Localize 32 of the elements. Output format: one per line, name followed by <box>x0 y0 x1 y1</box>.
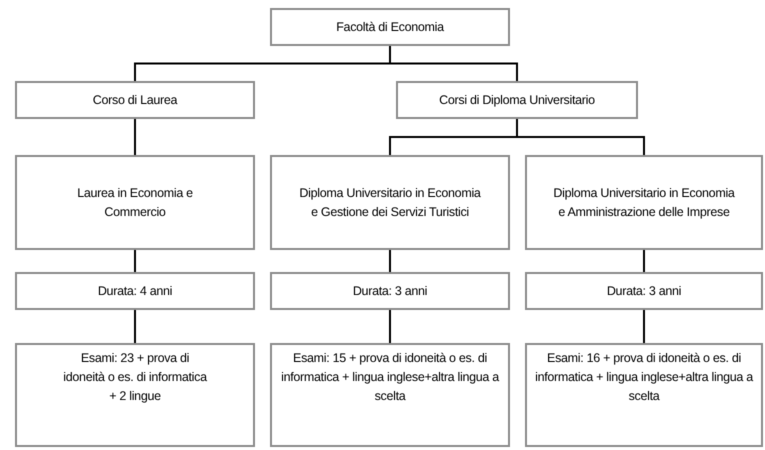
box-label: Laurea in Economia e Commercio <box>76 184 194 220</box>
org-box <box>525 272 763 310</box>
connector-line <box>389 250 391 272</box>
org-box <box>15 343 255 447</box>
box-label: Esami: 15 + prova di idoneità o es. di informatica + lingua inglese+altra lingua a scelta <box>280 350 500 405</box>
org-box <box>525 343 763 447</box>
box-label: Facoltà di Economia <box>336 18 444 36</box>
connector-line <box>134 310 136 343</box>
box-label: Durata: 3 anni <box>352 282 428 300</box>
org-box <box>15 272 255 310</box>
connector-line <box>134 119 136 155</box>
box-label: Durata: 3 anni <box>606 282 682 300</box>
box-label: Corsi di Diploma Universitario <box>439 92 595 109</box>
org-box <box>270 272 510 310</box>
connector-line <box>643 250 645 272</box>
box-label: Diploma Universitario in Economia e Gestione dei Servizi Turistici <box>298 184 482 220</box>
connector-line <box>643 310 645 343</box>
org-box <box>15 81 255 119</box>
org-box <box>270 8 510 46</box>
connector-line <box>389 46 518 81</box>
org-box <box>270 343 510 447</box>
box-label: Esami: 16 + prova di idoneità o es. di informatica + lingua inglese+altra lingua a scelta <box>534 350 754 405</box>
org-box <box>15 155 255 250</box>
org-box <box>270 155 510 250</box>
connector-line <box>389 310 391 343</box>
box-label: Esami: 23 + prova di idoneità o es. di informatica + 2 lingue <box>62 350 208 405</box>
box-label: Corso di Laurea <box>92 92 178 108</box>
box-label: Diploma Universitario in Economia e Amministrazione delle Imprese <box>552 184 736 221</box>
org-box <box>396 81 638 119</box>
box-label: Durata: 4 anni <box>98 282 172 300</box>
connector-line <box>134 250 136 272</box>
org-box <box>525 155 763 250</box>
